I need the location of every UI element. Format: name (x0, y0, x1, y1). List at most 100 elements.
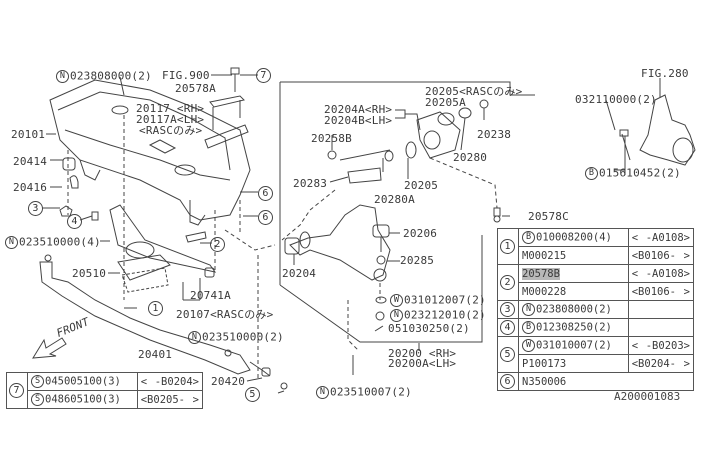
figure-id: A200001083 (614, 390, 681, 403)
label-20206: 20206 (403, 227, 438, 240)
ref-number-3: 3 (497, 300, 519, 319)
part-cell[interactable]: N350006 (518, 372, 694, 391)
table-row: 6 N350006 (497, 372, 694, 391)
label-20238: 20238 (477, 128, 512, 141)
callout-3[interactable]: 3 (28, 201, 44, 216)
callout-6b[interactable]: 6 (258, 210, 274, 225)
ref-number-7: 7 (6, 372, 28, 409)
label-20205-rasc: 20205<RASCのみ> (425, 85, 523, 98)
table-row: M000215 <B0106-> (498, 246, 695, 265)
ball-joint-drawing (372, 224, 390, 265)
label-20107: 20107<RASCのみ> (176, 308, 274, 321)
label-20204b: 20204B<LH> (324, 114, 393, 127)
part-cell[interactable]: M000228 (518, 282, 629, 301)
hardware-icons (374, 296, 387, 332)
label-20200: 20200 <RH> (388, 347, 457, 360)
label-20578c: 20578C (528, 210, 569, 223)
label-20510: 20510 (72, 267, 107, 280)
range-cell (627, 300, 695, 319)
lower-arm-drawing (284, 204, 391, 282)
front-arrow-icon (32, 337, 67, 359)
callout-1[interactable]: 1 (148, 301, 164, 316)
callout-5[interactable]: 5 (245, 387, 261, 402)
label-20416: 20416 (13, 181, 48, 194)
ref-number-6: 6 (497, 372, 519, 391)
label-20258b: 20258B (311, 132, 352, 145)
callout-2[interactable]: 2 (210, 237, 226, 252)
part-cell-highlighted[interactable]: 20578B (518, 264, 629, 283)
callout-7[interactable]: 7 (256, 68, 272, 83)
washer-mark-icon: W (390, 294, 403, 307)
nut-mark-icon: N (316, 386, 329, 399)
part-cell[interactable]: P100173 (518, 354, 629, 373)
bushing-drawing (59, 157, 99, 221)
label-20414: 20414 (13, 155, 48, 168)
stabilizer-bar-drawing (39, 254, 251, 375)
label-20280a: 20280A (374, 193, 415, 206)
ref-number-1: 1 (497, 228, 519, 265)
callout-4[interactable]: 4 (67, 214, 83, 229)
label-20283: 20283 (293, 177, 328, 190)
range-cell: <B0205-> (136, 390, 204, 409)
range-cell (627, 318, 695, 337)
label-20117: 20117 <RH> (136, 102, 205, 115)
range-cell: <B0106-> (627, 246, 695, 265)
ref-number-2: 2 (497, 264, 519, 301)
range-cell: <-A0108> (627, 228, 695, 247)
nut-mark-icon: N (5, 236, 18, 249)
label-051030250: 051030250(2) (388, 322, 470, 335)
part-cell[interactable]: M000215 (518, 246, 629, 265)
table-row: P100173 <B0204-> (498, 354, 695, 373)
label-fig900[interactable]: FIG.900 (162, 69, 210, 82)
label-fig280[interactable]: FIG.280 (641, 67, 689, 80)
label-20280: 20280 (453, 151, 488, 164)
ref-number-4: 4 (497, 318, 519, 337)
table-row: M000228 <B0106-> (498, 282, 695, 301)
callout-6a[interactable]: 6 (258, 186, 274, 201)
label-20200a: 20200A<LH> (388, 357, 457, 370)
label-20204: 20204 (282, 267, 317, 280)
label-20205a: 20205A (425, 96, 466, 109)
lower-arm-box (279, 81, 535, 343)
bolt-mark-icon: B (585, 167, 598, 180)
label-20420: 20420 (211, 375, 246, 388)
label-20578a: 20578A (175, 82, 216, 95)
label-rasc-20117: <RASCのみ> (139, 124, 203, 137)
nut-mark-icon: N (390, 309, 403, 322)
lower-bracket-drawing (109, 204, 217, 293)
label-20101: 20101 (11, 128, 46, 141)
range-cell: <-B0204> (136, 372, 204, 391)
range-cell: <-A0108> (627, 264, 695, 283)
range-cell: <B0106-> (627, 282, 695, 301)
label-20204a: 20204A<RH> (324, 103, 393, 116)
label-20117a: 20117A<LH> (136, 113, 205, 126)
label-20205: 20205 (404, 179, 439, 192)
bolt-20578c-drawing (493, 207, 501, 223)
nut-mark-icon: N (188, 331, 201, 344)
end-link-drawing (224, 349, 288, 390)
crossmember-drawing (49, 79, 251, 226)
ref-number-5: 5 (497, 336, 519, 373)
